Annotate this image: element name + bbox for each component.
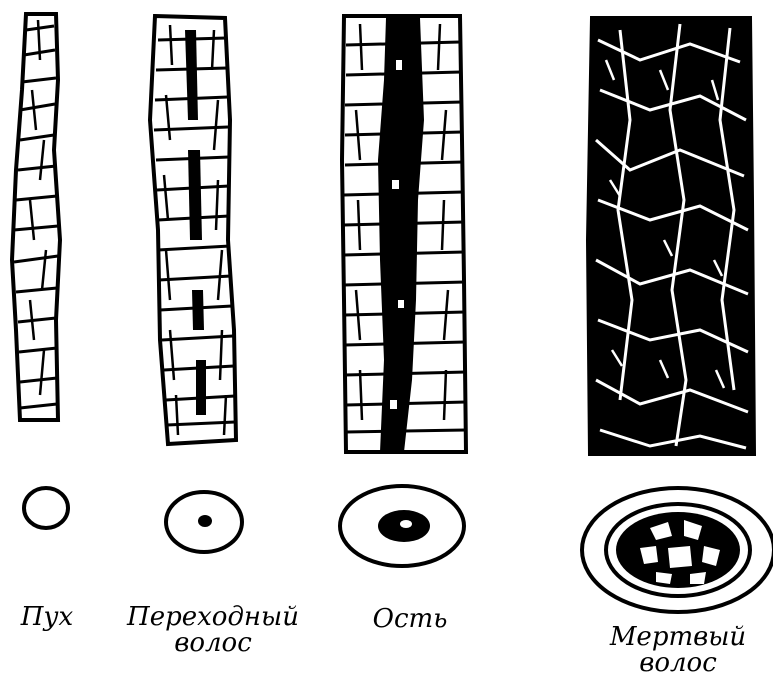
- transitional-hair-shaft: [150, 16, 236, 444]
- dead-hair-shaft: [588, 18, 754, 454]
- label-down-line-1: Пух: [21, 602, 73, 632]
- label-dead-line-2: волос: [588, 650, 768, 676]
- label-down-hair: Пух: [8, 604, 86, 630]
- label-transitional-hair: Переходный волос: [118, 604, 308, 656]
- guard-hair-shaft: [342, 16, 466, 452]
- label-dead-line-1: Мертвый: [588, 624, 768, 650]
- down-hair-cross-section: [24, 488, 68, 528]
- guard-hair-cross-section: [340, 486, 464, 566]
- down-hair-shaft: [12, 14, 60, 420]
- label-transitional-line-2: волос: [118, 630, 308, 656]
- label-dead-hair: Мертвый волос: [588, 624, 768, 676]
- transitional-hair-cross-section: [166, 492, 242, 552]
- label-guard-line-1: Ость: [373, 604, 448, 634]
- dead-hair-cross-section: [582, 488, 773, 612]
- label-transitional-line-1: Переходный: [118, 604, 308, 630]
- label-guard-hair: Ость: [360, 606, 460, 632]
